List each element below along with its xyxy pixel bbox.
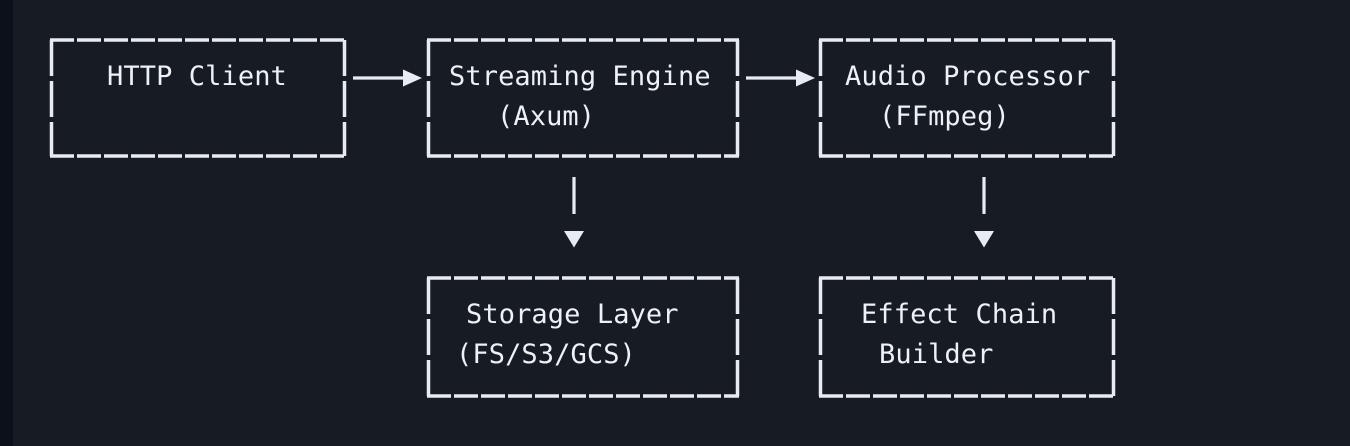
box-outline-effect-chain-builder bbox=[818, 276, 1116, 398]
node-audio-processor-label: Audio Processor bbox=[845, 61, 1091, 92]
node-effect-chain-builder-label: Effect Chain bbox=[861, 299, 1058, 330]
box-outline-audio-processor bbox=[818, 38, 1116, 158]
arrow-right-icon bbox=[746, 69, 815, 87]
node-storage-layer-label: Storage Layer bbox=[466, 299, 679, 330]
arrow-down-icon bbox=[564, 177, 584, 248]
box-outline-http-client bbox=[49, 38, 347, 158]
node-storage-layer-sublabel: (FS/S3/GCS) bbox=[456, 339, 636, 370]
node-streaming-engine-sublabel: (Axum) bbox=[497, 101, 596, 132]
arrow-right-icon bbox=[353, 69, 422, 87]
arrow-down-icon bbox=[974, 177, 994, 248]
box-outline-streaming-engine bbox=[426, 38, 740, 158]
node-effect-chain-builder-sublabel: Builder bbox=[879, 339, 994, 370]
box-outline-storage-layer bbox=[426, 276, 740, 398]
node-streaming-engine-label: Streaming Engine bbox=[449, 61, 711, 92]
node-http-client-label: HTTP Client bbox=[107, 61, 287, 92]
node-audio-processor-sublabel: (FFmpeg) bbox=[879, 101, 1010, 132]
left-gutter bbox=[0, 0, 13, 446]
